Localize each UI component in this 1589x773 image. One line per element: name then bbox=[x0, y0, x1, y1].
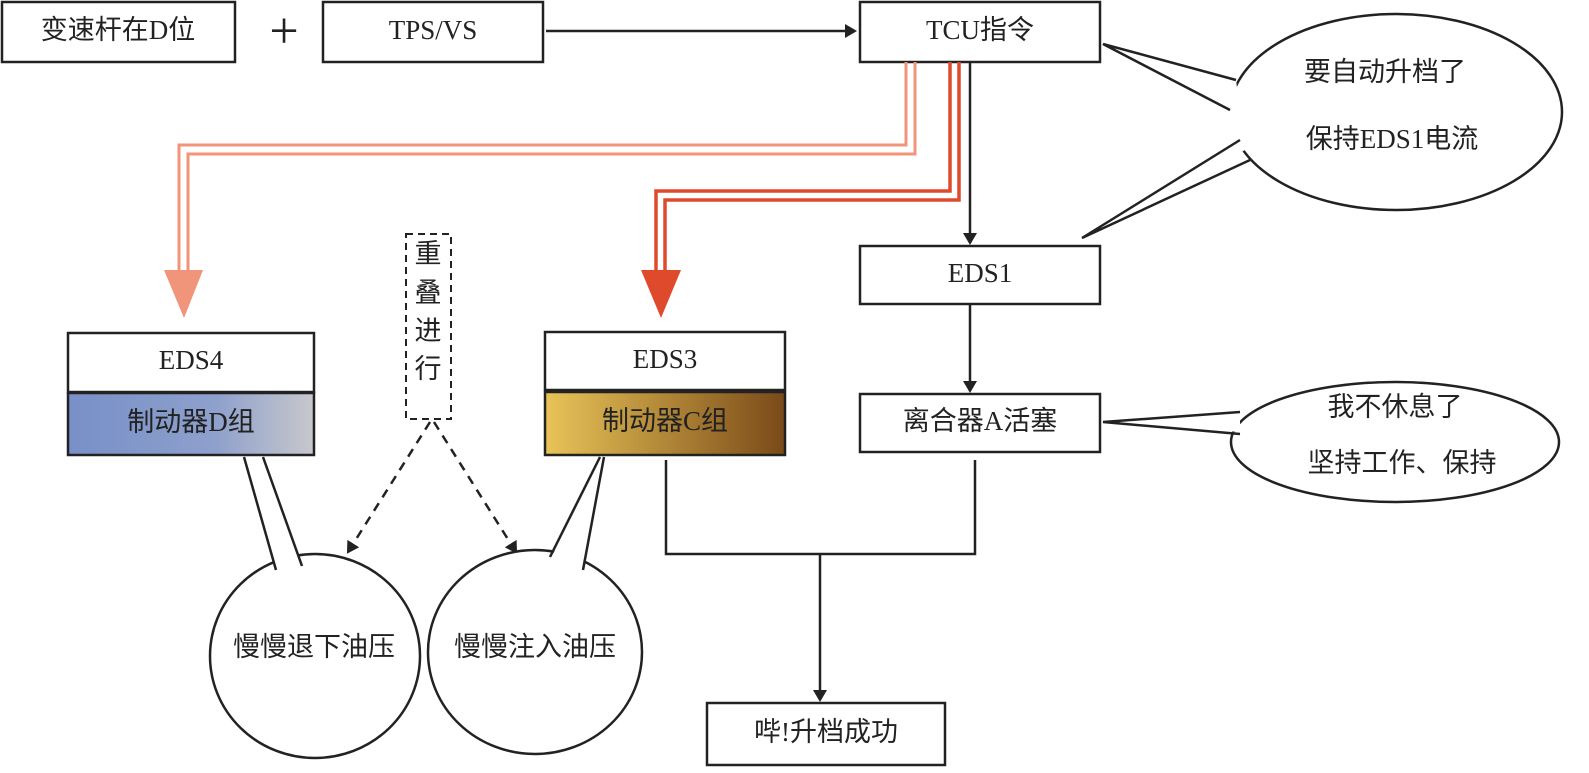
tcu-label: TCU指令 bbox=[926, 15, 1034, 45]
brake-d-box: 制动器D组 bbox=[66, 391, 316, 457]
eds1-label: EDS1 bbox=[948, 258, 1013, 288]
eds4-label: EDS4 bbox=[159, 345, 224, 375]
overlap-char: 叠 bbox=[415, 278, 442, 308]
tps-vs-box: TPS/VS bbox=[321, 0, 545, 64]
result-box: 哔!升档成功 bbox=[705, 701, 947, 767]
overlap-char: 进 bbox=[415, 316, 442, 346]
overlap-note: 重 叠 进 行 bbox=[405, 233, 452, 420]
clutch-bubble-line2: 坚持工作、保持 bbox=[1308, 448, 1497, 478]
tcu-speech-bubble: 要自动升档了 保持EDS1电流 bbox=[1081, 12, 1564, 240]
brake-d-label: 制动器D组 bbox=[127, 407, 255, 437]
dashed-arrow-to-apply bbox=[432, 421, 518, 554]
brake-c-bubble-text: 慢慢注入油压 bbox=[454, 632, 616, 662]
clutch-bubble-line1: 我不休息了 bbox=[1328, 392, 1463, 422]
tps-vs-label: TPS/VS bbox=[389, 15, 478, 45]
tcu-box: TCU指令 bbox=[858, 0, 1102, 64]
clutch-a-box: 离合器A活塞 bbox=[858, 392, 1102, 454]
eds3-box: EDS3 bbox=[543, 330, 787, 392]
gear-lever-box: 变速杆在D位 bbox=[0, 0, 237, 64]
plus-sign: + bbox=[269, 3, 298, 60]
merge-line bbox=[664, 460, 977, 556]
brake-d-speech-bubble: 慢慢退下油压 bbox=[208, 456, 422, 760]
arrow-tcu-to-eds4 bbox=[164, 62, 917, 318]
result-label: 哔!升档成功 bbox=[754, 717, 898, 747]
brake-c-speech-bubble: 慢慢注入油压 bbox=[426, 456, 644, 756]
tcu-bubble-line2: 保持EDS1电流 bbox=[1306, 124, 1479, 154]
dashed-arrow-to-release bbox=[346, 421, 432, 554]
gear-lever-label: 变速杆在D位 bbox=[41, 15, 196, 45]
brake-c-label: 制动器C组 bbox=[602, 406, 728, 436]
eds1-box: EDS1 bbox=[858, 244, 1102, 306]
eds4-box: EDS4 bbox=[66, 331, 316, 394]
clutch-speech-bubble: 我不休息了 坚持工作、保持 bbox=[1102, 380, 1561, 504]
overlap-char: 行 bbox=[415, 354, 442, 384]
clutch-a-label: 离合器A活塞 bbox=[903, 406, 1058, 436]
arrow-tcu-to-eds3 bbox=[641, 62, 961, 318]
eds3-label: EDS3 bbox=[633, 344, 698, 374]
brake-d-bubble-text: 慢慢退下油压 bbox=[233, 632, 395, 662]
tcu-bubble-line1: 要自动升档了 bbox=[1304, 57, 1466, 87]
overlap-char: 重 bbox=[415, 239, 442, 269]
brake-c-box: 制动器C组 bbox=[543, 390, 787, 457]
